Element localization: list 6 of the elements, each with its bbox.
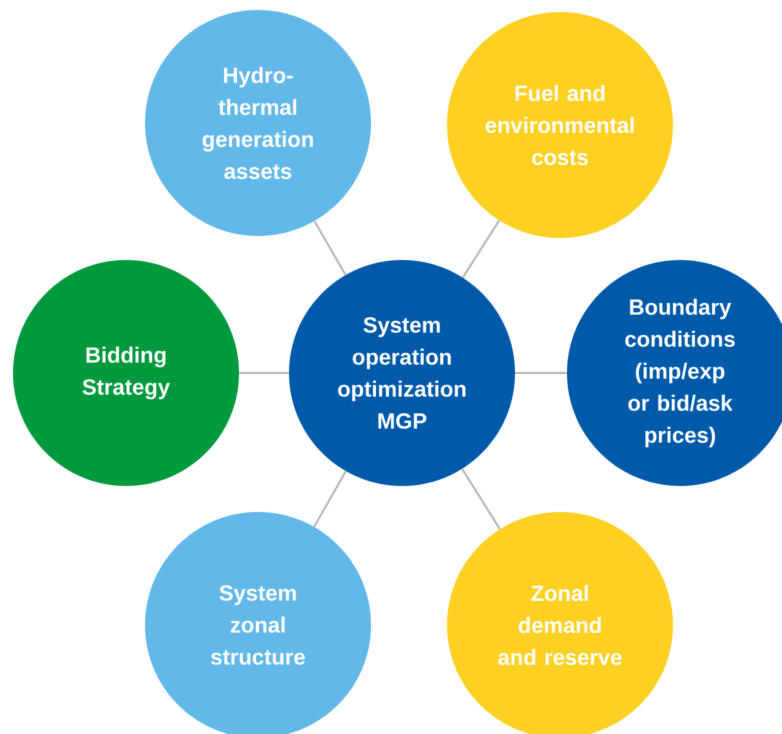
- connector-line: [461, 468, 501, 530]
- connector-line: [314, 220, 346, 276]
- connector-line: [313, 470, 347, 528]
- connector-line: [515, 372, 567, 374]
- connector-line: [239, 372, 289, 374]
- connector-line: [462, 220, 500, 278]
